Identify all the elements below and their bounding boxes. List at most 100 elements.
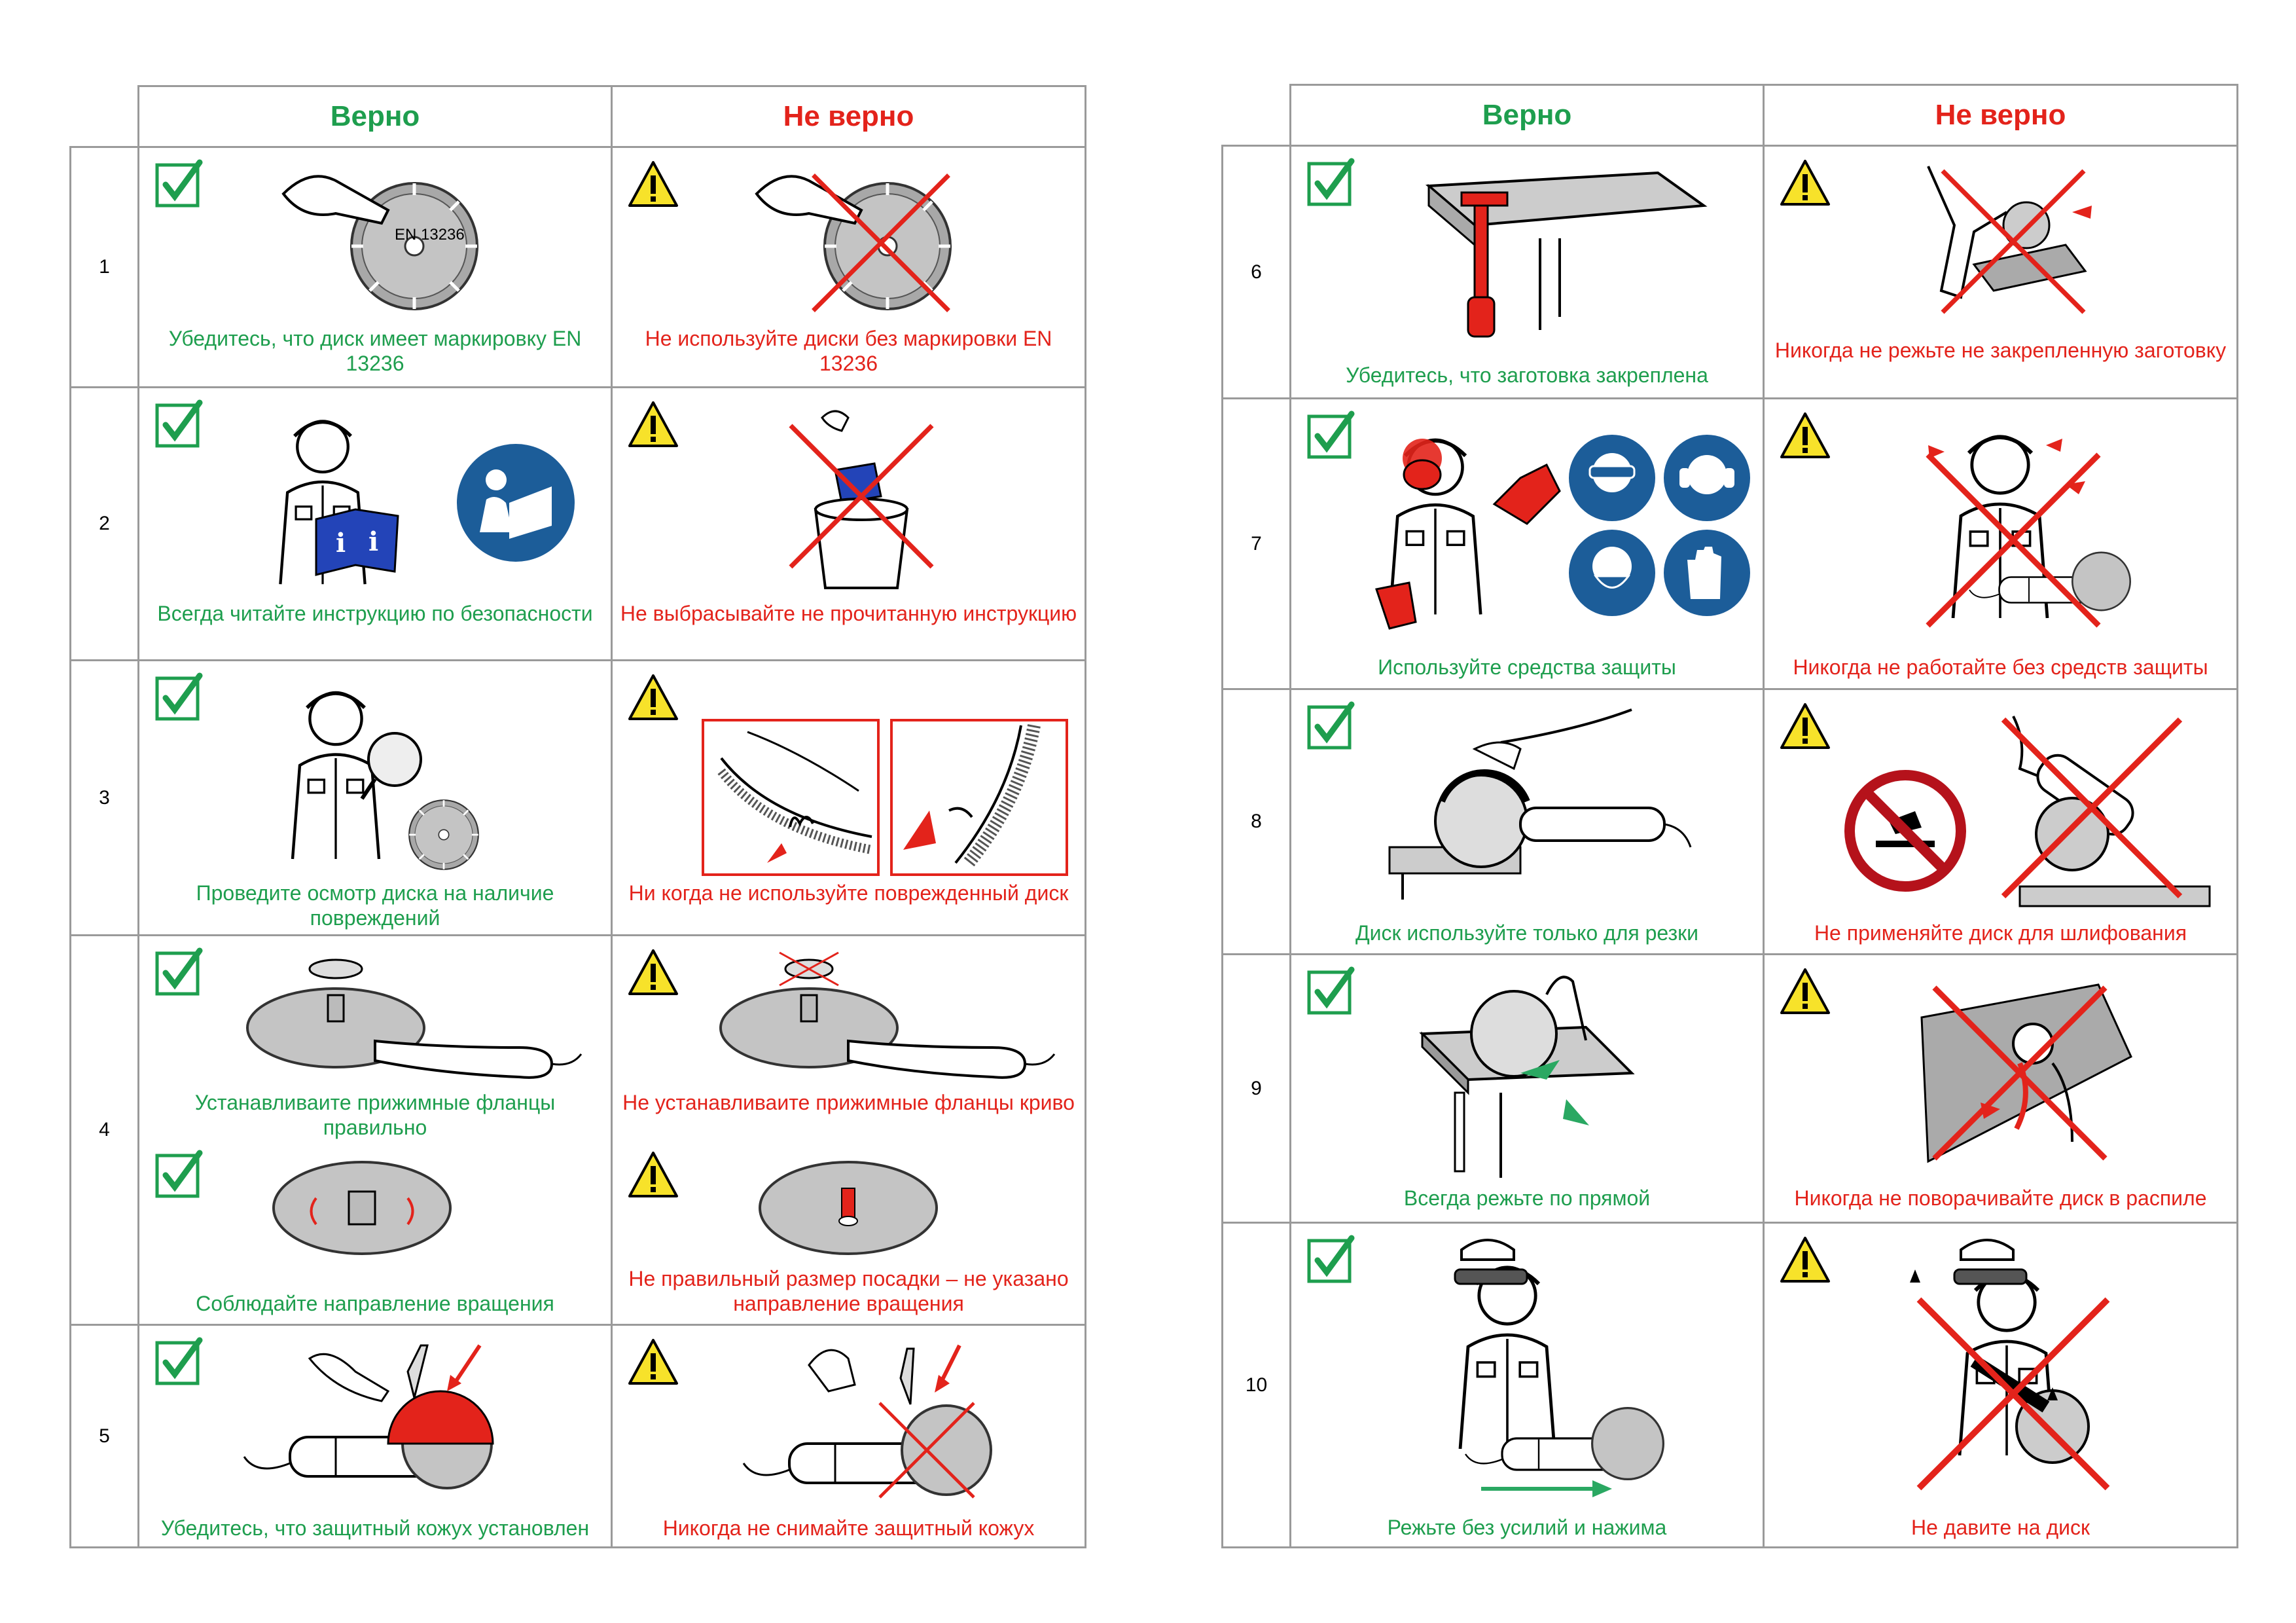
discarded-manual-illustration [776, 410, 946, 589]
warning-icon [627, 672, 679, 724]
marked-disk-illustration: EN 13236 [281, 175, 493, 318]
right-header-correct: Верно [1289, 84, 1765, 147]
flange-mounting-illustration [246, 958, 583, 1079]
wrong-caption: Никогда не работайте без средств защиты [1793, 655, 2208, 679]
warning-icon [1779, 701, 1831, 753]
wrong-caption: Не правильный размер посадки – не указан… [628, 1267, 1069, 1315]
check-icon [1306, 701, 1358, 753]
wrong-cell: Не давите на диск [1763, 1222, 2238, 1548]
read-manual-sign-icon [457, 444, 575, 562]
warning-icon [1779, 410, 1831, 462]
correct-cell: Убедитесь, что защитный кожух установлен [137, 1324, 613, 1548]
wrong-cell: Не выбрасывайте не прочитанную инструкци… [611, 386, 1086, 661]
cutting-only-illustration [1388, 708, 1692, 900]
correct-cell: Устанавливаите прижимные фланцы правильн… [137, 934, 613, 1326]
wrong-cell: Не устанавливаите прижимные фланцы криво… [611, 934, 1086, 1326]
correct-caption: Проведите осмотр диска на наличие повреж… [196, 881, 554, 930]
correct-caption: Режьте без усилий и нажима [1387, 1516, 1667, 1539]
warning-icon [1779, 157, 1831, 210]
straight-cut-illustration [1419, 976, 1635, 1178]
row-number: 9 [1221, 953, 1291, 1224]
check-icon [154, 399, 206, 451]
correct-caption: Убедитесь, что заготовка закреплена [1346, 363, 1708, 387]
wrong-caption: Не устанавливаите прижимные фланцы криво [622, 1091, 1075, 1114]
check-icon [154, 947, 206, 999]
protective-gear-worker-illustration [1375, 406, 1561, 630]
cracked-disk-closeup-left [702, 719, 880, 876]
wrong-cell: Не используйте диски без маркировки EN 1… [611, 146, 1086, 388]
respirator-sign-icon [1569, 530, 1655, 616]
twisting-disk-illustration [1920, 983, 2132, 1163]
wrong-cell: Никогда не работайте без средств защиты [1763, 397, 2238, 690]
correct-caption: Всегда читайте инструкцию по безопасност… [157, 602, 593, 625]
row-number: 10 [1221, 1222, 1291, 1548]
wrong-cell: Никогда не снимайте защитный кожух [611, 1324, 1086, 1548]
correct-caption: Устанавливаите прижимные фланцы правильн… [194, 1091, 556, 1139]
warning-icon [1779, 966, 1831, 1018]
guard-installed-illustration [224, 1344, 494, 1496]
rotation-direction-illustration [272, 1161, 452, 1255]
row-number: 7 [1221, 397, 1291, 690]
correct-cell: i i Всегда читайте инструкцию по безопас… [137, 386, 613, 661]
check-icon [154, 672, 206, 724]
correct-cell: Проведите осмотр диска на наличие повреж… [137, 659, 613, 936]
check-icon [1306, 157, 1358, 210]
warning-icon [627, 947, 679, 999]
eye-protection-sign-icon [1569, 435, 1655, 521]
wrong-cell: Не применяйте диск для шлифования [1763, 688, 2238, 955]
correct-cell: Всегда режьте по прямой [1289, 953, 1765, 1224]
row-number: 8 [1221, 688, 1291, 955]
correct-caption: Убедитесь, что защитный кожух установлен [160, 1516, 590, 1540]
correct-caption: Соблюдайте направление вращения [196, 1292, 554, 1315]
row-number: 4 [69, 934, 139, 1326]
correct-cell: Убедитесь, что заготовка закреплена [1289, 145, 1765, 399]
row-number: 1 [69, 146, 139, 388]
right-header-wrong: Не верно [1763, 84, 2238, 147]
wrong-arbor-size-illustration [759, 1161, 938, 1255]
wrong-cell: Ни когда не используйте поврежденный дис… [611, 659, 1086, 936]
correct-cell: Диск используйте только для резки [1289, 688, 1765, 955]
grinding-with-disk-illustration [1974, 716, 2211, 907]
gloves-sign-icon [1664, 530, 1750, 616]
wrong-caption: Ни когда не используйте поврежденный дис… [628, 881, 1069, 905]
correct-cell: EN 13236 Убедитесь, что диск имеет марки… [137, 146, 613, 388]
warning-icon [627, 158, 679, 211]
check-icon [1306, 966, 1358, 1018]
row-number: 6 [1221, 145, 1291, 399]
warning-icon [627, 399, 679, 451]
warning-icon [627, 1149, 679, 1201]
warning-icon [627, 1336, 679, 1389]
svg-text:i: i [336, 528, 346, 558]
check-icon [154, 1336, 206, 1389]
wrong-cell: Никогда не поворачивайте диск в распиле [1763, 953, 2238, 1224]
correct-caption: Диск используйте только для резки [1355, 921, 1699, 945]
wrong-cell: Никогда не режьте не закрепленную загото… [1763, 145, 2238, 399]
correct-caption: Убедитесь, что диск имеет маркировку EN … [168, 327, 582, 375]
hearing-protection-sign-icon [1664, 435, 1750, 521]
left-header-correct: Верно [137, 85, 613, 148]
wrong-caption: Не используйте диски без маркировки EN 1… [645, 327, 1052, 375]
row-number: 5 [69, 1324, 139, 1548]
reading-manual-illustration: i i [238, 401, 399, 591]
wrong-caption: Не давите на диск [1910, 1516, 2090, 1539]
clamped-workpiece-illustration [1425, 171, 1708, 338]
no-protection-worker-illustration [1889, 406, 2131, 648]
pressing-on-disk-illustration [1910, 1239, 2138, 1505]
wrong-caption: Никогда не снимайте защитный кожух [662, 1516, 1035, 1540]
correct-cell: Используйте средства защиты [1289, 397, 1765, 690]
warning-icon [1779, 1234, 1831, 1286]
no-force-cutting-illustration [1454, 1239, 1664, 1497]
crooked-flange-illustration [719, 951, 1056, 1079]
row-number: 3 [69, 659, 139, 936]
row-number: 2 [69, 386, 139, 661]
correct-cell: Режьте без усилий и нажима [1289, 1222, 1765, 1548]
check-icon [154, 158, 206, 211]
svg-text:i: i [368, 526, 378, 557]
wrong-caption: Никогда не режьте не закрепленную загото… [1774, 338, 2227, 362]
check-icon [1306, 1234, 1358, 1286]
check-icon [154, 1149, 206, 1201]
wrong-caption: Не выбрасывайте не прочитанную инструкци… [620, 602, 1077, 625]
left-header-wrong: Не верно [611, 85, 1086, 148]
wrong-caption: Никогда не поворачивайте диск в распиле [1794, 1186, 2207, 1210]
svg-text:EN 13236: EN 13236 [395, 226, 465, 244]
